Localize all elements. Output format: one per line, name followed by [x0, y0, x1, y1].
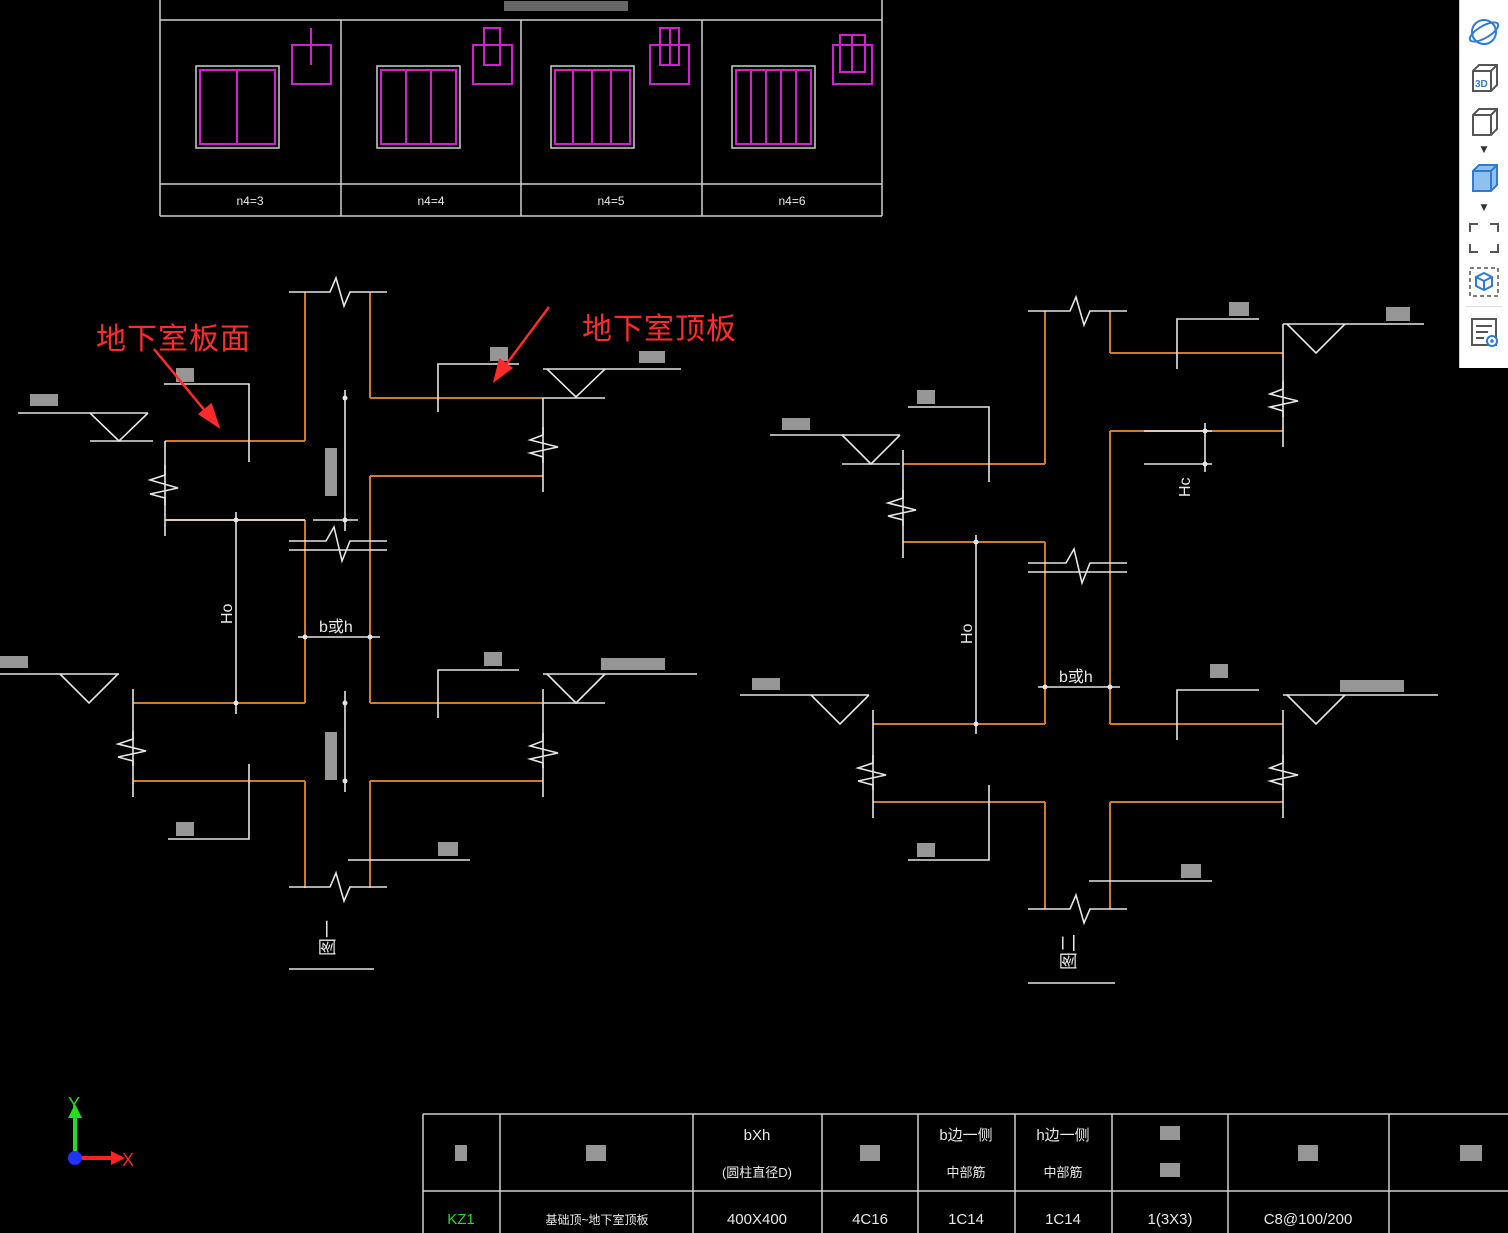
top-section-table — [159, 0, 883, 217]
n4-label-2: n4=4 — [417, 194, 444, 208]
figure-2-column-elevation — [740, 294, 1438, 984]
view-toolbar: 3D ▼ ▼ — [1459, 0, 1508, 368]
box-view-dropdown-icon[interactable]: ▼ — [1480, 145, 1488, 155]
column-section-n4-4 — [376, 27, 513, 149]
figure-2-bh-dimension: b或h — [1059, 668, 1093, 686]
figure-1-labels: Ho b或h 图一 — [219, 603, 353, 956]
top-table-labels: n4=3 n4=4 n4=5 n4=6 — [236, 194, 805, 208]
column-section-n4-3 — [195, 28, 332, 149]
column-schedule-table-grid — [422, 1113, 1508, 1233]
header-h-side: h边一侧 — [1036, 1127, 1089, 1144]
column-section-n4-5 — [550, 27, 690, 149]
cell-h-side-bars: 1C14 — [1045, 1211, 1081, 1228]
figure-2-labels: Ho b或h Hc 图二 — [959, 477, 1194, 970]
cell-column-id: KZ1 — [447, 1211, 475, 1228]
header-b-side: b边一侧 — [939, 1127, 992, 1144]
box-view-icon[interactable] — [1466, 104, 1502, 140]
shaded-view-dropdown-icon[interactable]: ▼ — [1480, 203, 1488, 213]
svg-text:3D: 3D — [1475, 79, 1488, 90]
axis-y-label: Y — [68, 1094, 80, 1114]
column-section-n4-6 — [731, 34, 873, 149]
properties-icon[interactable] — [1466, 314, 1502, 350]
header-bxh-sub: (圆柱直径D) — [722, 1165, 792, 1180]
annotation-basement-roof-slab: 地下室顶板 — [582, 312, 737, 347]
n4-label-1: n4=3 — [236, 194, 263, 208]
fit-view-icon[interactable] — [1466, 220, 1502, 256]
annotation-basement-slab-surface: 地下室板面 — [96, 322, 251, 357]
cell-b-side-bars: 1C14 — [948, 1211, 984, 1228]
3d-view-icon[interactable]: 3D — [1466, 60, 1502, 96]
cell-size: 400X400 — [727, 1211, 787, 1228]
column-schedule-header-blur — [455, 1126, 1482, 1177]
figure-1-column-elevation — [0, 275, 697, 970]
shaded-box-icon[interactable] — [1466, 160, 1502, 196]
annotation-arrows — [153, 306, 551, 430]
figure-2-caption: 图二 — [1059, 934, 1079, 970]
orbit-icon[interactable] — [1466, 14, 1502, 50]
cell-corner-bars: 4C16 — [852, 1211, 888, 1228]
figure-1-bh-dimension: b或h — [319, 618, 353, 636]
n4-label-4: n4=6 — [778, 194, 805, 208]
axis-x-label: X — [122, 1150, 134, 1170]
header-bxh: bXh — [744, 1127, 771, 1144]
figure-2-hc-dimension: Hc — [1177, 477, 1194, 497]
cell-stirrup-type: 1(3X3) — [1147, 1211, 1192, 1228]
header-b-side-sub: 中部筋 — [946, 1165, 985, 1180]
figure-1-caption: 图一 — [318, 920, 338, 956]
cell-stirrups: C8@100/200 — [1264, 1211, 1353, 1228]
figure-1-h0-dimension: Ho — [219, 603, 236, 624]
header-h-side-sub: 中部筋 — [1043, 1165, 1082, 1180]
toolbar-separator — [1466, 306, 1502, 307]
ucs-axis-indicator: Y X — [55, 1092, 145, 1172]
n4-label-3: n4=5 — [597, 194, 624, 208]
component-view-icon[interactable] — [1466, 264, 1502, 300]
figure-2-h0-dimension: Ho — [959, 623, 976, 644]
column-schedule-text: bXh (圆柱直径D) b边一侧 中部筋 h边一侧 中部筋 KZ1 基础顶~地下… — [447, 1127, 1352, 1228]
cell-elevation: 基础顶~地下室顶板 — [545, 1212, 648, 1227]
